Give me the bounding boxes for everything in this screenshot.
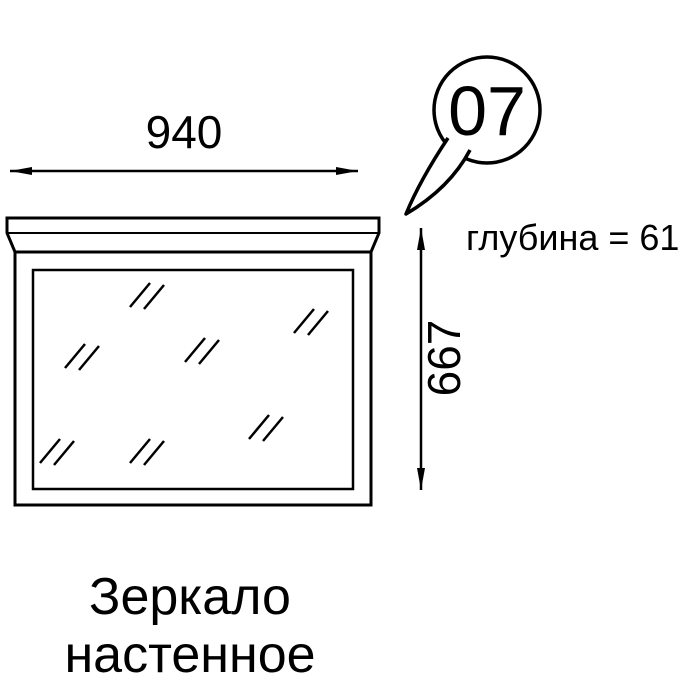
mirror-body xyxy=(13,250,373,507)
height-dimension: 667 xyxy=(417,228,470,490)
mirror-shine-mark xyxy=(129,282,165,310)
mirror-shine-mark xyxy=(39,438,75,466)
width-dimension: 940 xyxy=(10,106,358,175)
callout-tail xyxy=(404,137,472,216)
mirror-shine-mark xyxy=(248,414,284,442)
mirror-shine-marks xyxy=(39,282,329,466)
product-title: Зеркало настенное xyxy=(64,568,315,684)
mirror-glass-edge xyxy=(31,268,355,491)
mirror-crown xyxy=(5,216,381,254)
mirror-shine-mark xyxy=(64,343,100,371)
callout-bubble: 07 xyxy=(404,55,542,216)
frame-outer-edge xyxy=(13,250,373,507)
crown-outline xyxy=(5,216,381,254)
product-title-line2: настенное xyxy=(64,626,315,684)
height-dimension-label: 667 xyxy=(418,320,470,397)
mirror-shine-mark xyxy=(293,308,329,336)
callout-circle xyxy=(432,55,542,165)
mirror-shine-mark xyxy=(184,337,220,365)
mirror-shine-mark xyxy=(129,438,165,466)
width-dimension-label: 940 xyxy=(146,106,223,158)
product-title-line1: Зеркало xyxy=(89,568,291,626)
depth-note: глубина = 61 xyxy=(466,217,679,258)
callout-number: 07 xyxy=(448,72,526,150)
